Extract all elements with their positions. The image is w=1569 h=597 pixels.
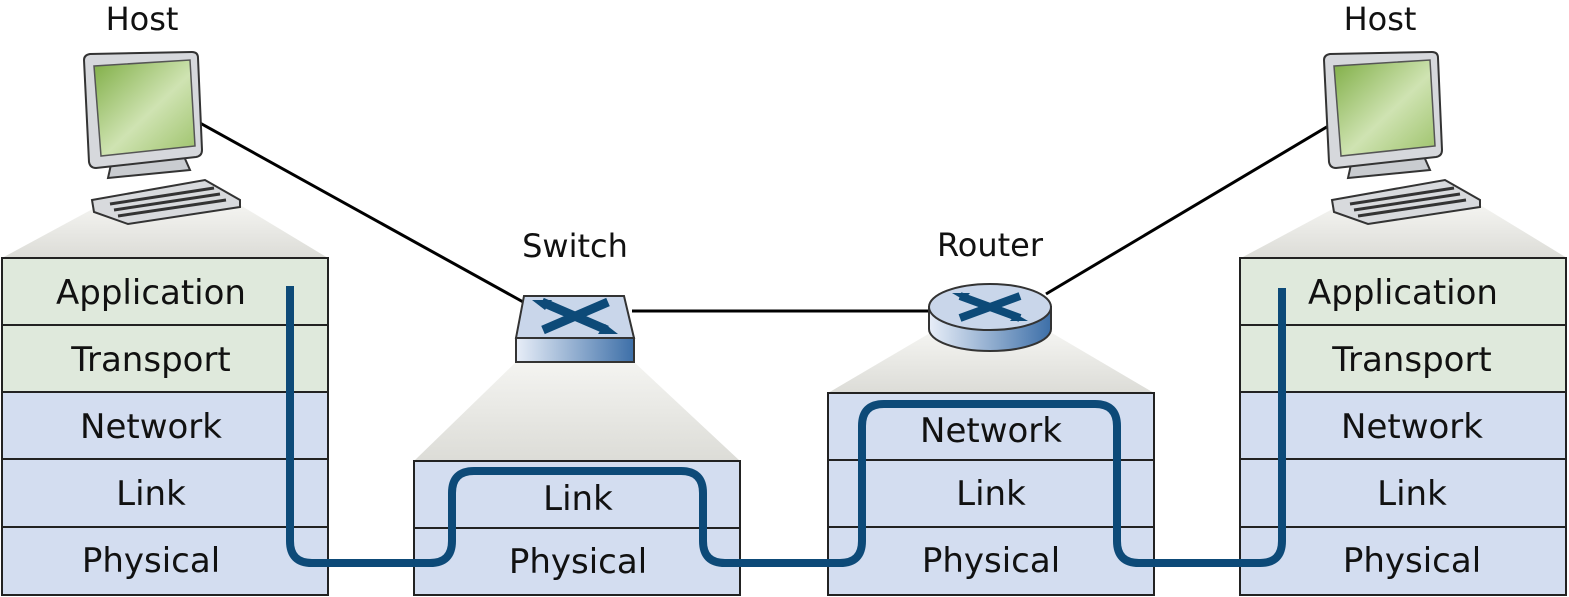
router-icon: [928, 283, 1052, 352]
switch-physical-layer: Physical: [509, 542, 647, 582]
switch-cone: [414, 362, 740, 461]
switch-link-layer: Link: [543, 479, 613, 519]
router-link-layer: Link: [956, 474, 1026, 514]
link-host-switch: [199, 121, 526, 305]
data-path: [286, 286, 1286, 567]
switch-label: Switch: [522, 227, 628, 265]
links: [199, 121, 1331, 313]
switch-stack: Link Physical: [413, 460, 741, 596]
right-transport-layer: Transport: [1331, 340, 1492, 380]
right-host-stack: Application Transport Network Link Physi…: [1239, 257, 1567, 596]
right-application-layer: Application: [1308, 273, 1498, 313]
router-cone: [828, 333, 1154, 393]
right-link-layer: Link: [1377, 474, 1447, 514]
right-physical-layer: Physical: [1343, 541, 1481, 581]
left-link-layer: Link: [116, 474, 186, 514]
switch-icon: [514, 295, 636, 363]
router-label: Router: [937, 226, 1044, 264]
right-host-label: Host: [1344, 0, 1417, 38]
right-network-layer: Network: [1341, 407, 1483, 447]
left-host-computer-icon: [82, 50, 241, 226]
cones: [2, 205, 1567, 461]
left-host-stack: Application Transport Network Link Physi…: [1, 257, 329, 596]
router-stack: Network Link Physical: [827, 392, 1155, 596]
left-application-layer: Application: [56, 273, 246, 313]
left-physical-layer: Physical: [82, 541, 220, 581]
right-host-cone: [1241, 205, 1567, 258]
left-transport-layer: Transport: [70, 340, 231, 380]
left-host-cone: [2, 205, 328, 258]
router-network-layer: Network: [920, 411, 1062, 451]
right-host-computer-icon: [1322, 50, 1481, 226]
router-physical-layer: Physical: [922, 541, 1060, 581]
link-router-host: [1045, 123, 1331, 296]
left-network-layer: Network: [80, 407, 222, 447]
left-host-label: Host: [106, 0, 179, 38]
